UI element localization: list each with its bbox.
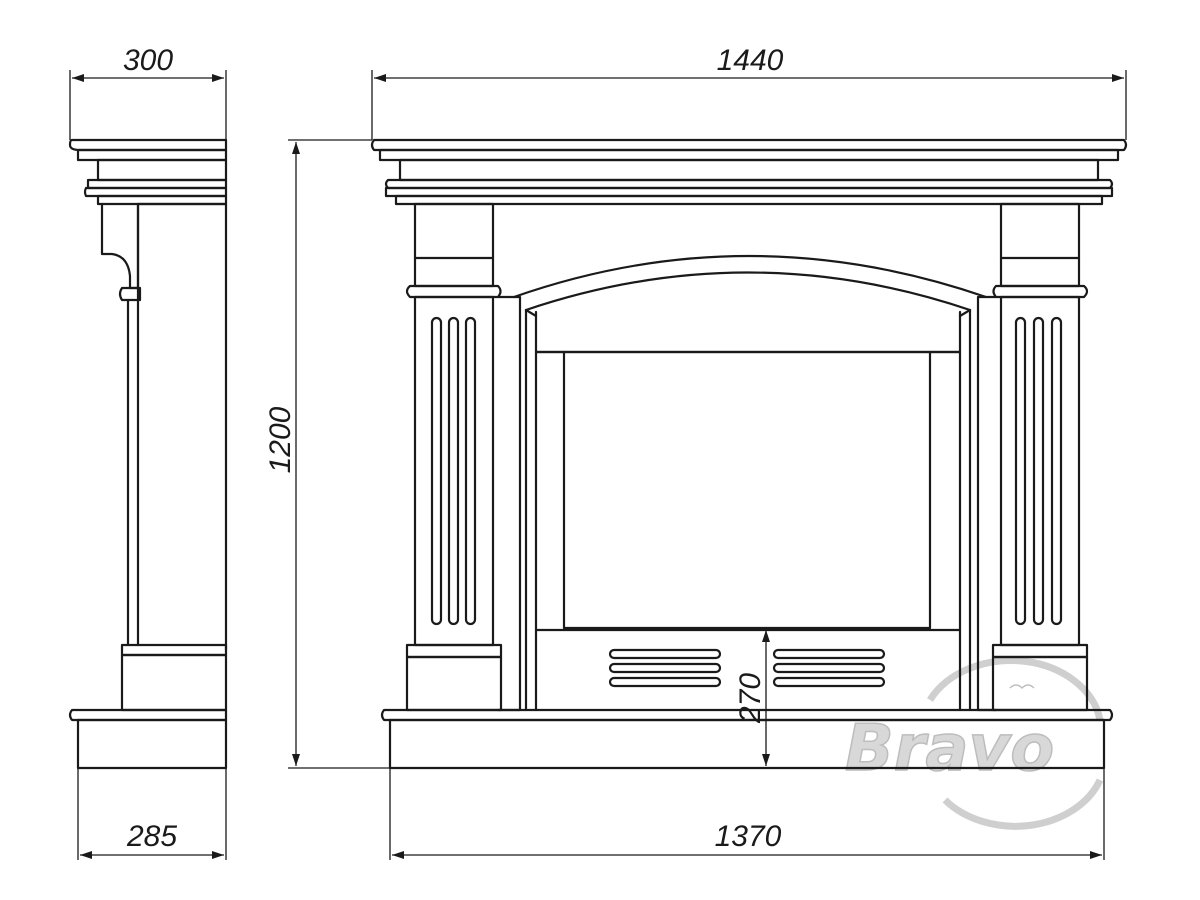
right-flute-3 (1050, 316, 1063, 626)
vent-left (608, 648, 722, 688)
dim-height-label: 1200 (264, 406, 297, 473)
left-column-capital (413, 202, 495, 288)
watermark-ring (927, 656, 1104, 721)
side-view (68, 138, 228, 770)
side-body (136, 202, 228, 652)
dim-top-width-label: 1440 (717, 44, 784, 77)
front-base-top (380, 708, 1114, 722)
side-plinth (120, 643, 228, 657)
side-base (68, 708, 228, 722)
dimension-lines: 300 1440 1200 270 285 1370 (69, 44, 1127, 860)
left-flute-2 (447, 316, 460, 626)
left-column-base (405, 655, 503, 712)
front-view (370, 138, 1128, 770)
right-flute-1 (1014, 316, 1027, 626)
firebox-opening (562, 350, 932, 630)
left-flute-1 (430, 316, 443, 626)
front-mantel-shelf (370, 138, 1128, 152)
left-column-shaft (413, 295, 495, 647)
dim-firebox-bottom-label: 270 (734, 673, 767, 724)
dim-side-base-label: 285 (126, 820, 177, 853)
dim-base-width-label: 1370 (715, 820, 782, 853)
arch-inner (524, 271, 972, 312)
left-flute-3 (464, 316, 477, 626)
right-column-capital (999, 202, 1081, 288)
firebox-frame (534, 350, 962, 632)
right-flute-2 (1032, 316, 1045, 626)
watermark-ring-lower (942, 778, 1104, 830)
bird-icon (1009, 684, 1035, 689)
dim-side-top-label: 300 (123, 44, 173, 77)
right-column-shaft (999, 295, 1081, 647)
arch-outer (512, 254, 988, 299)
vent-right (772, 648, 886, 688)
lower-panel (534, 628, 962, 712)
side-corbel (100, 202, 140, 290)
bravo-watermark: Bravo (844, 656, 1104, 830)
side-mantel-top (68, 138, 228, 152)
watermark-text: Bravo (845, 712, 1054, 786)
